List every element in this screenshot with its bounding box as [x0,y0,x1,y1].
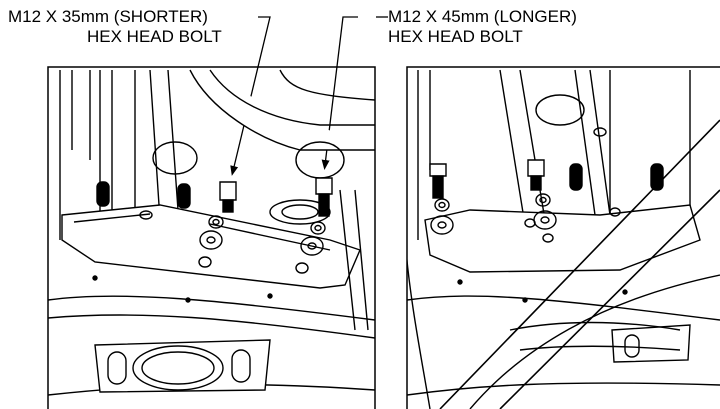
short-bolt-size-label: M12 X 35mm (SHORTER) [8,7,208,26]
long-bolt-size-label: M12 X 45mm (LONGER) [388,7,577,26]
short-bolt-type-label: HEX HEAD BOLT [87,27,222,46]
left-view-panel [47,66,376,409]
short-bolt-callout: M12 X 35mm (SHORTER) HEX HEAD BOLT [8,7,222,47]
right-view-panel [406,66,720,409]
long-bolt-callout: M12 X 45mm (LONGER) HEX HEAD BOLT [388,7,577,47]
long-bolt-type-label: HEX HEAD BOLT [388,27,523,46]
